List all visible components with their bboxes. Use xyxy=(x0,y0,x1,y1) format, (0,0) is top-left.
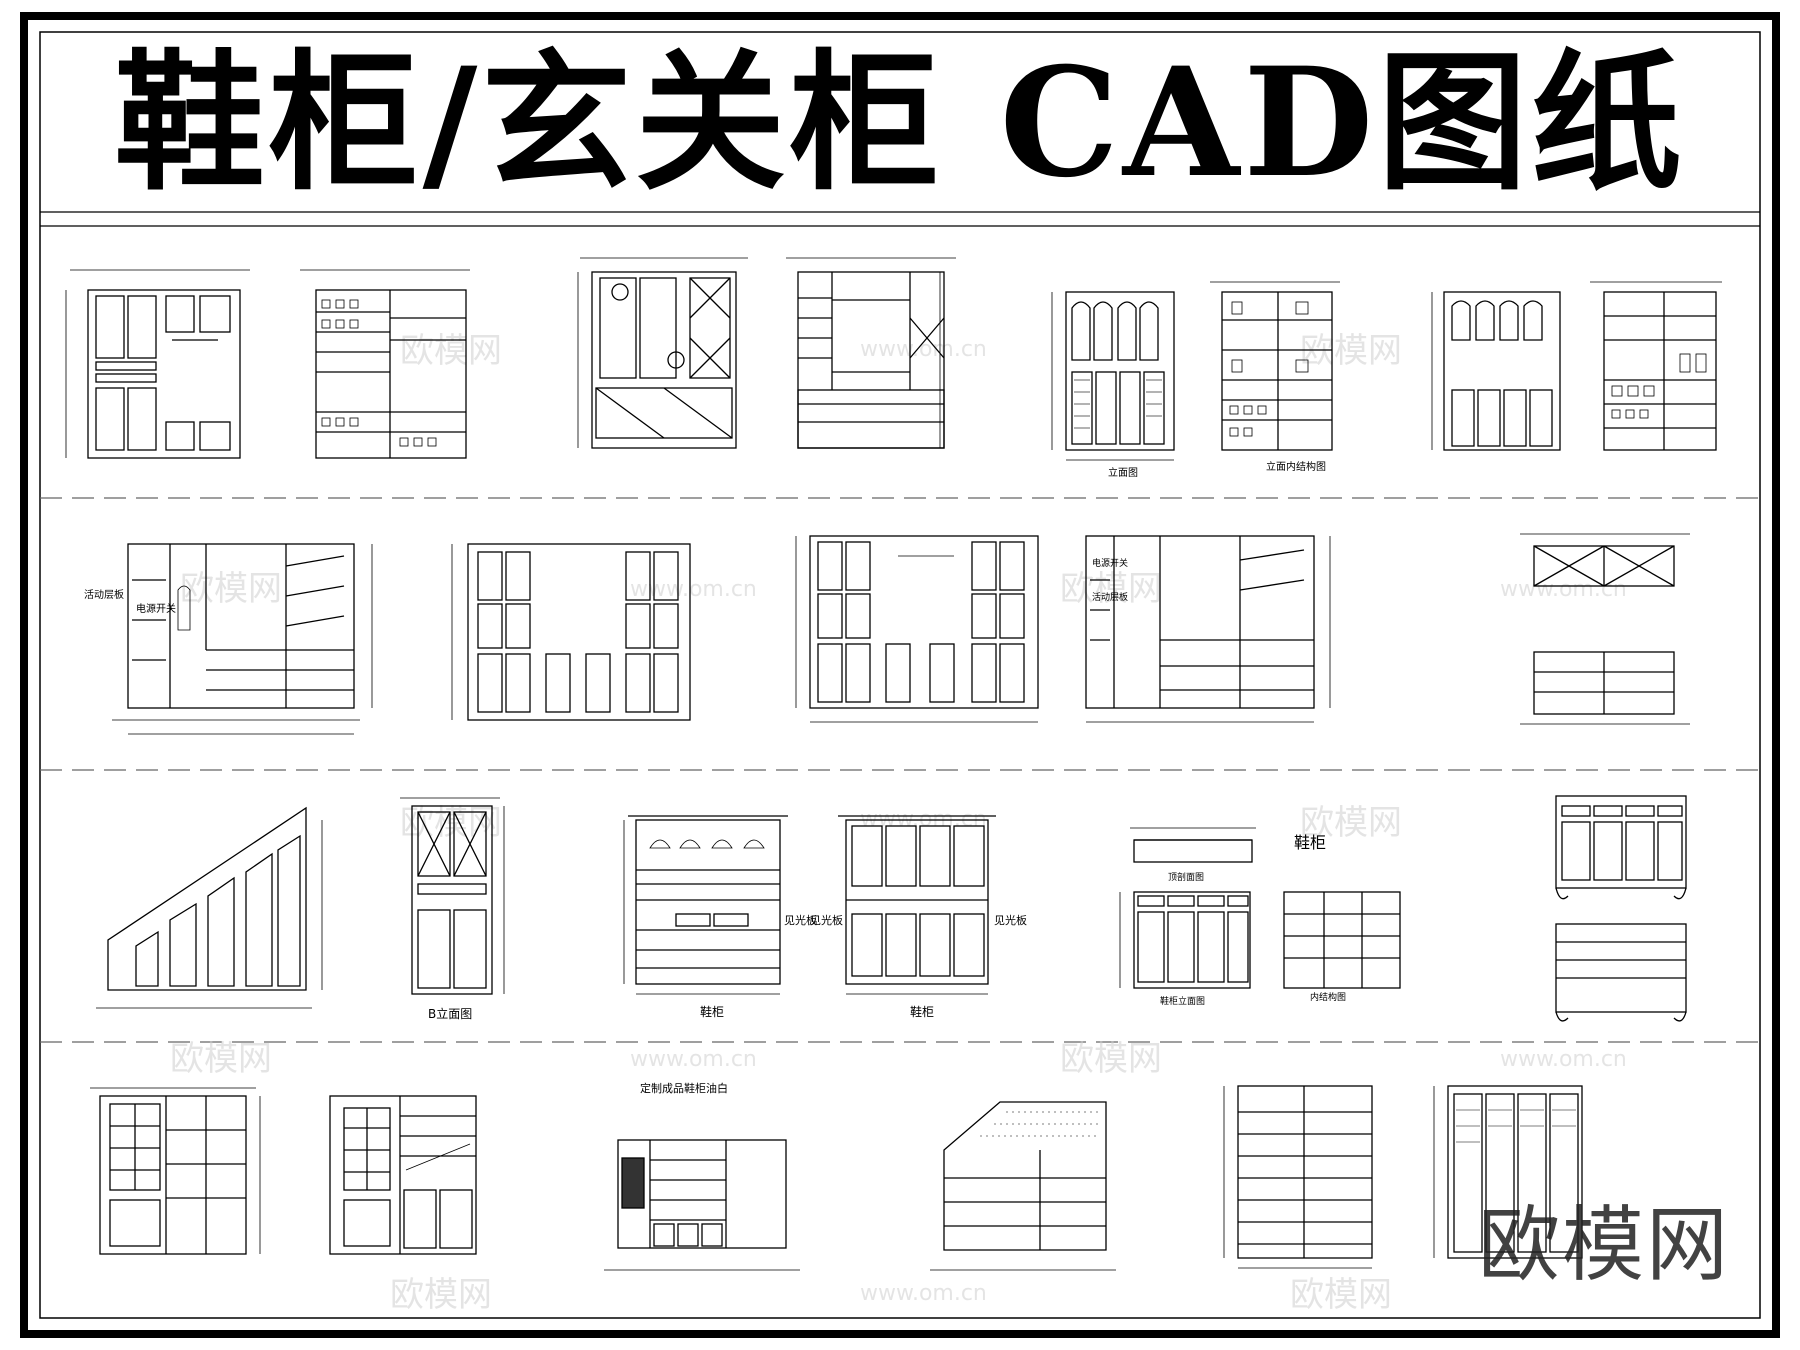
svg-text:欧模网: 欧模网 xyxy=(1300,331,1402,371)
label-custom-note: 定制成品鞋柜油白 xyxy=(640,1081,728,1095)
svg-text:www.om.cn: www.om.cn xyxy=(1500,1047,1627,1072)
label-light-panel-1: 见光板 xyxy=(784,913,817,927)
label-shoe-cabinet-title: 鞋柜 xyxy=(1294,833,1326,852)
drawing-r2-2 xyxy=(451,543,691,721)
svg-text:www.om.cn: www.om.cn xyxy=(860,1281,987,1306)
drawing-r1-4 xyxy=(786,257,956,449)
drawing-r1-3 xyxy=(577,257,748,449)
svg-text:欧模网: 欧模网 xyxy=(400,331,502,371)
drawing-r2-1 xyxy=(112,543,373,735)
outer-frame xyxy=(20,12,1780,1338)
drawing-r3-1 xyxy=(96,806,323,1009)
drawing-r3-6 xyxy=(1555,795,1687,1022)
drawing-r2-5 xyxy=(1520,533,1690,725)
svg-text:欧模网: 欧模网 xyxy=(390,1275,492,1315)
drawing-r1-8 xyxy=(1590,281,1722,451)
svg-text:欧模网: 欧模网 xyxy=(1060,1039,1162,1079)
inner-frame xyxy=(39,31,1761,1319)
label-power-switch-1: 电源开关 xyxy=(136,602,176,615)
svg-text:www.om.cn: www.om.cn xyxy=(1500,577,1627,602)
label-power-switch-2: 电源开关 xyxy=(1092,557,1128,569)
label-movable-shelf-2: 活动层板 xyxy=(1092,591,1128,603)
drawing-r2-4 xyxy=(1085,535,1331,723)
page-title: 鞋柜/玄关柜 CAD图纸 xyxy=(114,35,1686,211)
drawing-r4-6 xyxy=(1433,1085,1583,1259)
drawing-r3-2 xyxy=(400,797,505,995)
label-shoe-cabinet-b: 鞋柜 xyxy=(910,1004,934,1019)
drawing-r1-7 xyxy=(1431,291,1561,451)
label-light-panel-2: 见光板 xyxy=(810,913,843,927)
label-movable-shelf-1: 活动层板 xyxy=(84,588,124,601)
svg-text:欧模网: 欧模网 xyxy=(180,569,282,609)
svg-text:www.om.cn: www.om.cn xyxy=(860,337,987,362)
label-elevation-front: 立面图 xyxy=(1108,466,1138,479)
drawing-r3-5 xyxy=(1119,827,1401,989)
drawing-r4-3 xyxy=(604,1139,800,1271)
drawing-r2-3 xyxy=(795,535,1039,723)
drawing-r4-1 xyxy=(90,1087,261,1255)
svg-text:欧模网: 欧模网 xyxy=(1290,1275,1392,1315)
label-shoe-elev: 鞋柜立面图 xyxy=(1160,995,1205,1007)
watermark-logo: 欧模网 xyxy=(1478,1198,1731,1293)
label-shoe-cabinet-a: 鞋柜 xyxy=(700,1004,724,1019)
drawing-r1-1 xyxy=(65,269,250,459)
drawing-r4-2 xyxy=(329,1095,477,1255)
svg-text:www.om.cn: www.om.cn xyxy=(630,577,757,602)
watermarks: 欧模网 www.om.cn 欧模网 欧模网 www.om.cn 欧模网 www.… xyxy=(170,331,1627,1315)
drawing-r1-2 xyxy=(300,269,470,459)
svg-text:欧模网: 欧模网 xyxy=(170,1039,272,1079)
drawing-r4-5 xyxy=(1223,1085,1373,1269)
drawing-r1-6 xyxy=(1210,281,1340,451)
drawing-r3-3 xyxy=(623,815,788,995)
label-elevation-inner: 立面内结构图 xyxy=(1266,460,1326,473)
label-inner-struct: 内结构图 xyxy=(1310,991,1346,1003)
svg-text:欧模网: 欧模网 xyxy=(1060,569,1162,609)
svg-text:欧模网: 欧模网 xyxy=(1300,803,1402,843)
label-top-view: 顶剖面图 xyxy=(1168,871,1204,883)
drawing-r1-5 xyxy=(1051,291,1175,461)
svg-text:欧模网: 欧模网 xyxy=(400,803,502,843)
svg-text:www.om.cn: www.om.cn xyxy=(630,1047,757,1072)
drawing-r3-4 xyxy=(838,815,996,995)
drawing-r4-4 xyxy=(930,1101,1116,1271)
label-light-panel-3: 见光板 xyxy=(994,913,1027,927)
label-b-elevation: B立面图 xyxy=(428,1006,472,1021)
